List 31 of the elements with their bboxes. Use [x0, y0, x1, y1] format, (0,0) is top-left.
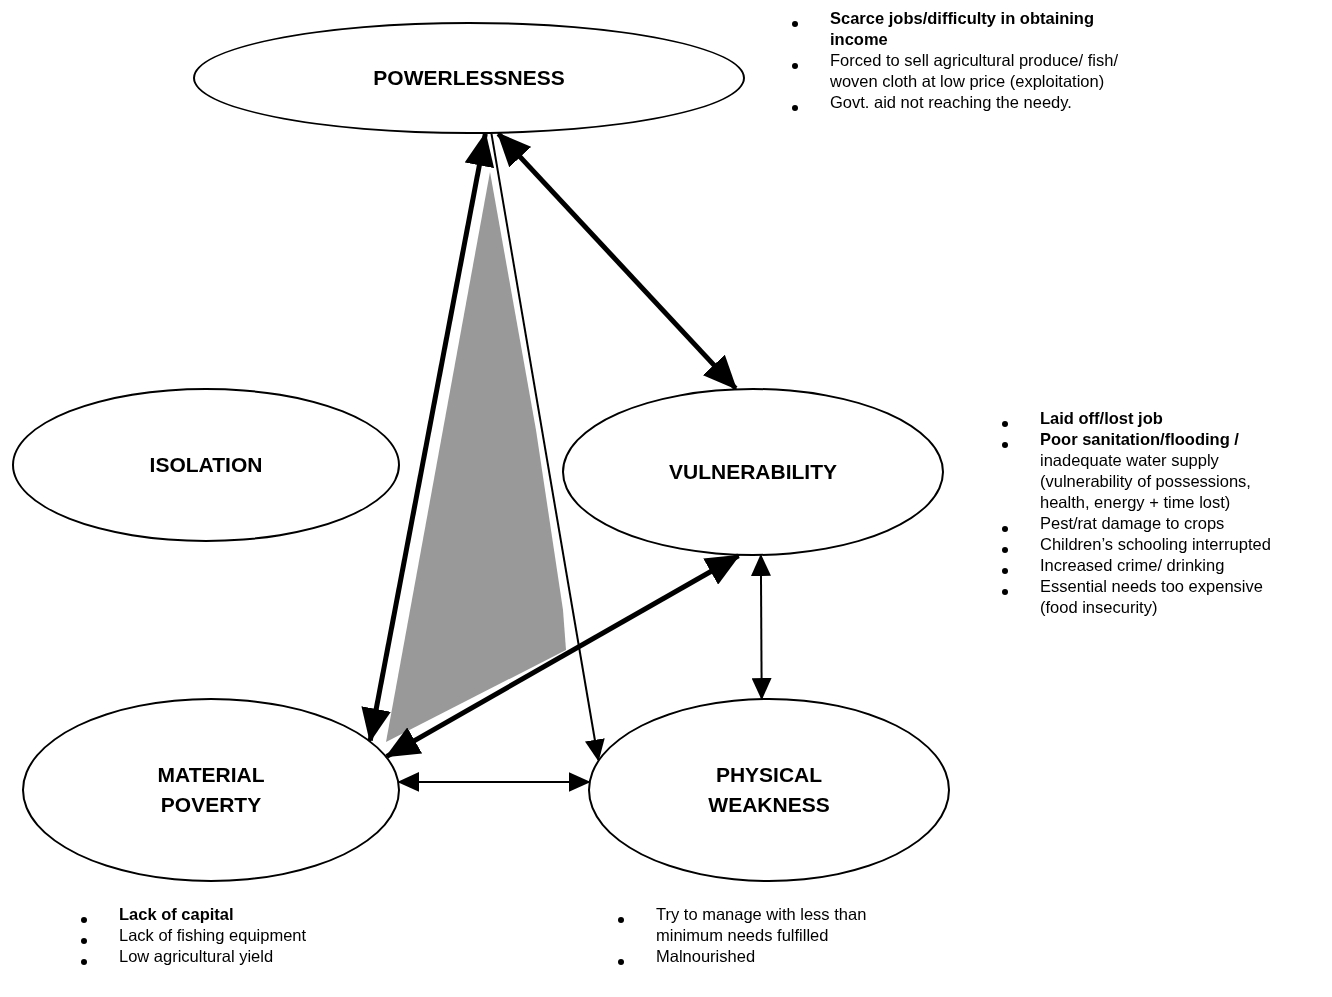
- bullet-item: Poor sanitation/flooding / inadequate water supply (vulnerability of possessions, health, energy + time lost): [1002, 429, 1302, 513]
- ellipse-node: [12, 388, 400, 542]
- ellipse-node: [562, 388, 944, 556]
- arrow: [496, 131, 738, 391]
- node-label: VULNERABILITY: [669, 458, 837, 485]
- node-label: PHYSICAL WEAKNESS: [707, 761, 831, 818]
- shaded-triangle: [386, 172, 566, 742]
- ellipse-node: [22, 698, 400, 882]
- bullet-item: Govt. aid not reaching the needy.: [792, 92, 1140, 113]
- bullet-item: Forced to sell agricultural produce/ fish/ woven cloth at low price (exploitation): [792, 50, 1140, 92]
- arrow: [385, 553, 741, 759]
- bullet-item: Essential needs too expensive (food insecurity): [1002, 576, 1302, 618]
- arrow: [397, 771, 591, 792]
- bullet-item: Scarce jobs/difficulty in obtaining income: [792, 8, 1140, 50]
- arrow: [361, 131, 495, 743]
- node-label: ISOLATION: [149, 451, 263, 478]
- bullet-item: Low agricultural yield: [81, 946, 421, 967]
- bullet-item: Children’s schooling interrupted: [1002, 534, 1302, 555]
- bullet-item: Laid off/lost job: [1002, 408, 1302, 429]
- bullet-item: Lack of capital: [81, 904, 421, 925]
- node-label: MATERIAL POVERTY: [156, 761, 266, 818]
- bullet-item: Lack of fishing equipment: [81, 925, 421, 946]
- node-label: POWERLESSNESS: [373, 64, 565, 91]
- bullet-item: Increased crime/ drinking: [1002, 555, 1302, 576]
- ellipse-node: [193, 22, 745, 134]
- bullet-item: Malnourished: [618, 946, 876, 967]
- arrow: [751, 553, 772, 701]
- bullet-item: Pest/rat damage to crops: [1002, 513, 1302, 534]
- arrow: [490, 132, 605, 762]
- bullet-item: Try to manage with less than minimum needs fulfilled: [618, 904, 876, 946]
- ellipse-node: [588, 698, 950, 882]
